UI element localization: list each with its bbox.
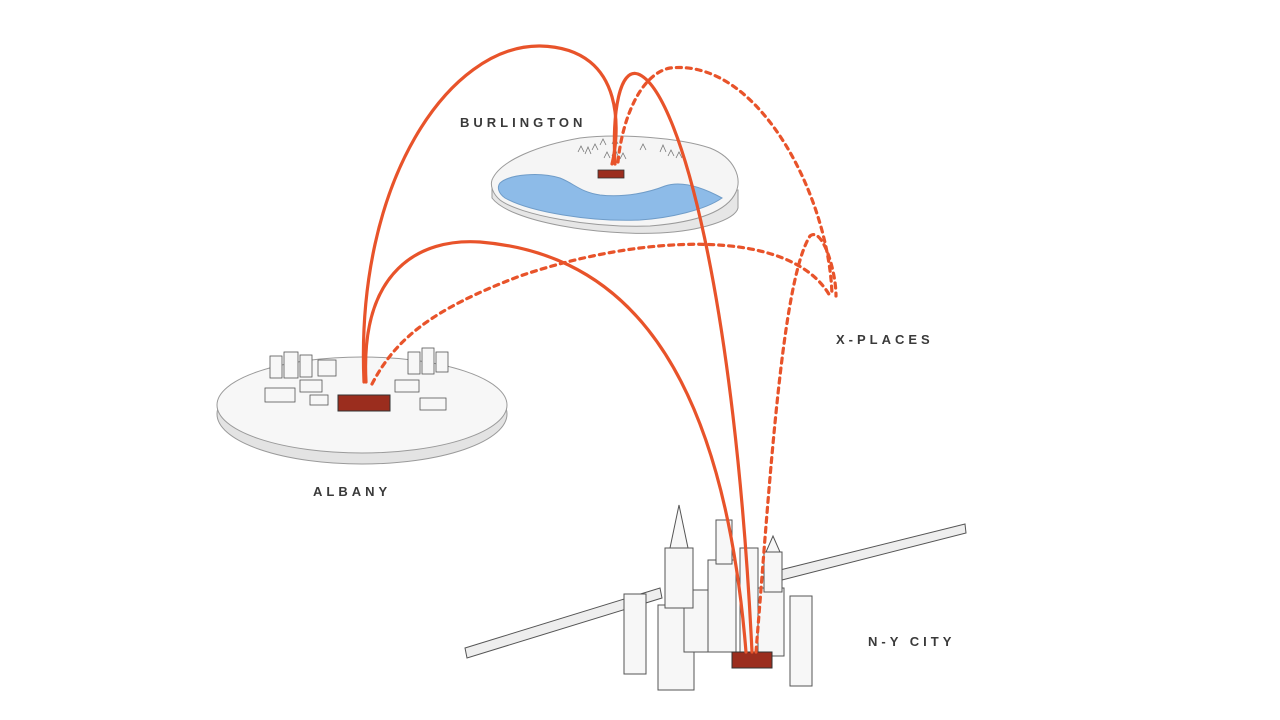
label-nycity: N-Y CITY [868,634,956,649]
albany-node [216,347,508,465]
nycity-bridge-right [779,523,967,581]
arc-albany-nycity [364,240,748,654]
albany-buildings [264,347,449,411]
burlington-node [490,135,739,234]
label-burlington: BURLINGTON [460,115,587,130]
connection-arcs [361,44,838,654]
burlington-screen [597,169,625,179]
arc-albany-xplaces [370,242,832,386]
albany-screen [337,394,391,412]
nycity-screen [731,651,773,669]
nycity-node [464,504,967,691]
nycity-bridge-left [464,587,663,659]
burlington-lake [497,174,723,221]
arc-burlington-xplaces [616,66,834,298]
arc-burlington-nycity [612,71,754,654]
label-xplaces: X-PLACES [836,332,934,347]
label-albany: ALBANY [313,484,392,499]
arc-nycity-xplaces [754,232,838,654]
